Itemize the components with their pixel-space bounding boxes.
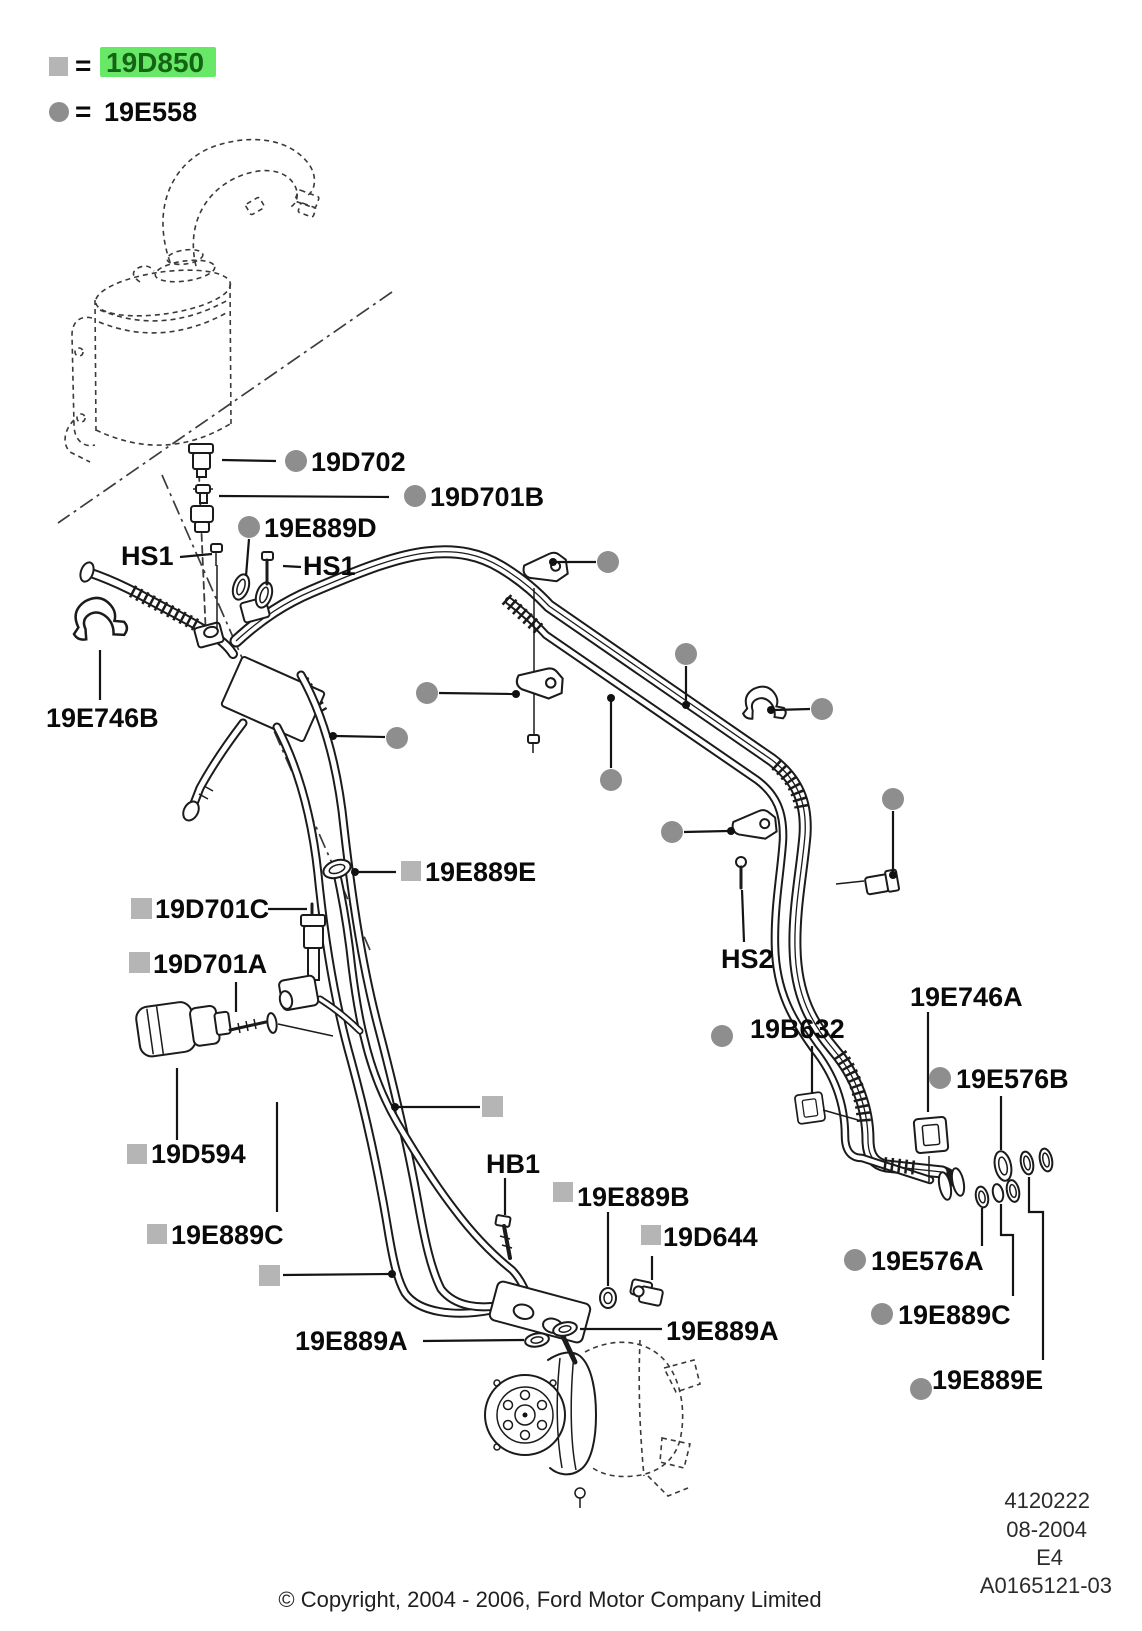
circle-marker (811, 698, 833, 720)
part-label-19e889a-right[interactable]: 19E889A (666, 1316, 779, 1346)
legend-circle-marker (49, 102, 69, 122)
part-label-19e889a-left[interactable]: 19E889A (295, 1326, 408, 1356)
doc-number: 4120222 (1004, 1488, 1090, 1513)
bracket-19e746b (64, 589, 131, 651)
part-label-hb1[interactable]: HB1 (486, 1149, 540, 1179)
circle-marker (416, 682, 438, 704)
part-label-19b632[interactable]: 19B632 (750, 1014, 845, 1044)
square-marker (259, 1265, 280, 1286)
copyright-notice: © Copyright, 2004 - 2006, Ford Motor Com… (278, 1587, 821, 1612)
accumulator-drier-drawing (64, 138, 320, 463)
square-marker (129, 952, 150, 973)
legend-equals-1: = (75, 50, 91, 81)
highlight-box (100, 47, 216, 77)
reference-lines (57, 291, 393, 951)
part-label-19e889c-left[interactable]: 19E889C (171, 1220, 284, 1250)
drawing-id: A0165121-03 (980, 1573, 1112, 1598)
fittings-and-hardware (135, 443, 1054, 1365)
square-marker (131, 898, 152, 919)
part-label-19e889e-upper[interactable]: 19E889E (425, 857, 536, 887)
circle-marker (661, 821, 683, 843)
circle-marker (285, 450, 307, 472)
part-label-hs2[interactable]: HS2 (721, 944, 774, 974)
circle-marker (910, 1378, 932, 1400)
mounting-brackets (64, 550, 950, 1182)
part-labels: 19D702 19D701B 19E889D HS1 HS1 19E746B 1… (46, 447, 1069, 1395)
square-marker (553, 1182, 573, 1202)
legend-equals-2: = (75, 96, 91, 127)
square-marker (641, 1225, 661, 1245)
part-label-19e576b[interactable]: 19E576B (956, 1064, 1069, 1094)
circle-marker (600, 769, 622, 791)
circle-marker (597, 551, 619, 573)
circle-marker (404, 485, 426, 507)
part-label-19e576a[interactable]: 19E576A (871, 1246, 984, 1276)
part-label-19d701a[interactable]: 19D701A (153, 949, 267, 979)
clip-19b632 (793, 1090, 827, 1126)
callout-markers (127, 450, 951, 1400)
part-label-19e889e-right[interactable]: 19E889E (932, 1365, 1043, 1395)
part-label-hs1-a[interactable]: HS1 (121, 541, 174, 571)
frame-code: E4 (1036, 1545, 1063, 1570)
part-label-19d701c[interactable]: 19D701C (155, 894, 269, 924)
circle-marker (386, 727, 408, 749)
part-label-19e889c-right[interactable]: 19E889C (898, 1300, 1011, 1330)
square-marker (401, 861, 421, 881)
legend-label-19e558: 19E558 (104, 97, 197, 127)
refrigerant-lines-drawing (79, 545, 959, 1318)
circle-marker (675, 643, 697, 665)
circle-marker (711, 1025, 733, 1047)
part-label-hs1-b[interactable]: HS1 (303, 551, 356, 581)
legend: = 19D850 = 19E558 (49, 47, 216, 127)
part-label-19d644[interactable]: 19D644 (663, 1222, 758, 1252)
legend-square-marker (49, 57, 68, 76)
circle-marker (882, 788, 904, 810)
part-label-19e889b[interactable]: 19E889B (577, 1182, 690, 1212)
circle-marker (871, 1303, 893, 1325)
square-marker (482, 1096, 503, 1117)
circle-marker (238, 516, 260, 538)
doc-date: 08-2004 (1006, 1517, 1087, 1542)
part-label-19d702[interactable]: 19D702 (311, 447, 406, 477)
circle-marker (844, 1249, 866, 1271)
leader-lines (98, 458, 1045, 1360)
square-marker (127, 1144, 147, 1164)
part-label-19d594[interactable]: 19D594 (151, 1139, 246, 1169)
part-label-19e746b[interactable]: 19E746B (46, 703, 159, 733)
clip-19e746a (912, 1115, 950, 1155)
part-label-19e889d[interactable]: 19E889D (264, 513, 377, 543)
part-label-19d701b[interactable]: 19D701B (430, 482, 544, 512)
footer-id-block: 4120222 08-2004 E4 A0165121-03 © Copyrig… (278, 1488, 1112, 1612)
part-label-19e746a[interactable]: 19E746A (910, 982, 1023, 1012)
circle-marker (929, 1067, 951, 1089)
compressor-drawing (484, 1339, 701, 1508)
legend-label-19d850[interactable]: 19D850 (106, 47, 204, 78)
square-marker (147, 1224, 167, 1244)
